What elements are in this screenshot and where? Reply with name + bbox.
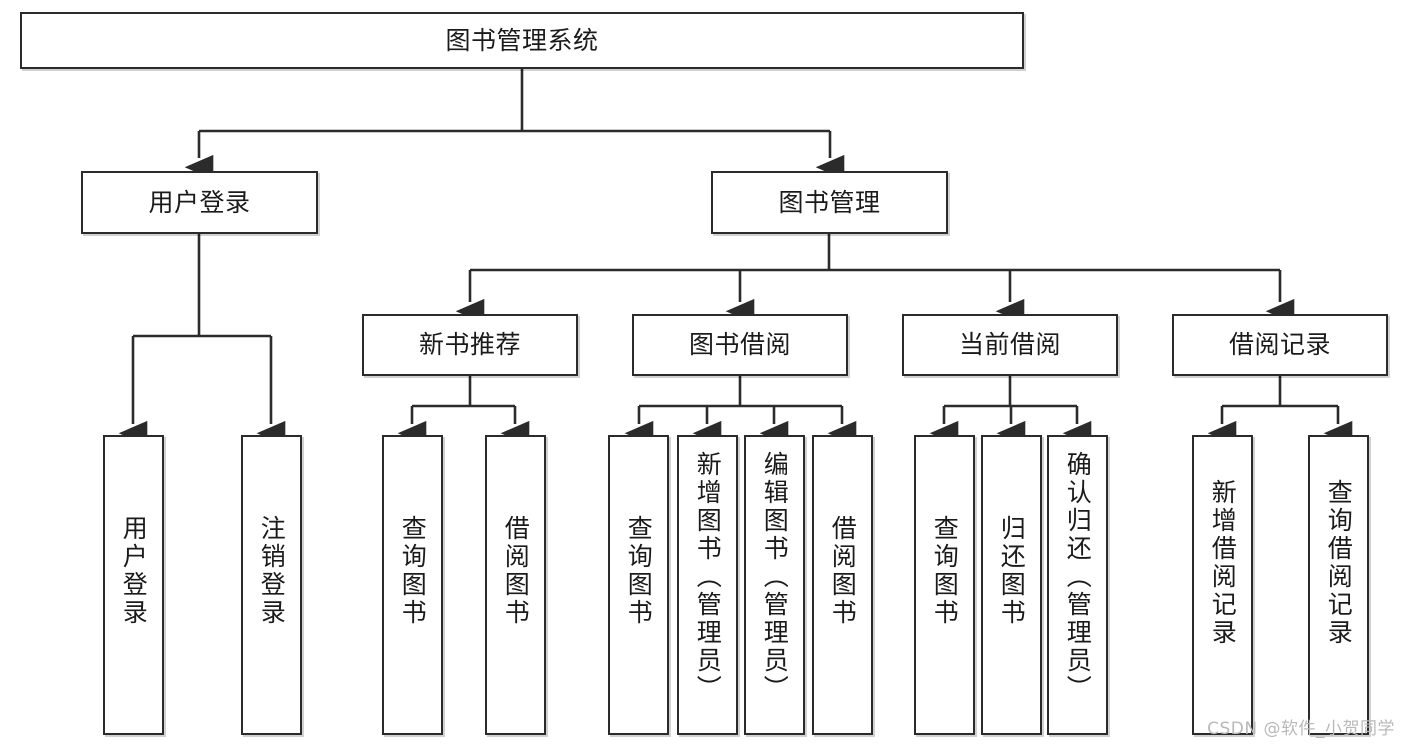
node-leaf-borrow-book-1-label: 借阅图书 — [501, 515, 531, 627]
node-leaf-add-record[interactable]: 新增借阅记录 — [1192, 435, 1253, 735]
node-user-login-label: 用户登录 — [148, 187, 251, 217]
node-borrow-record[interactable]: 借阅记录 — [1172, 314, 1388, 376]
node-leaf-borrow-book-2-label: 借阅图书 — [828, 515, 858, 627]
node-leaf-borrow-book-1[interactable]: 借阅图书 — [485, 435, 546, 735]
node-leaf-query-book-3[interactable]: 查询图书 — [914, 435, 975, 735]
node-book-manage[interactable]: 图书管理 — [711, 171, 948, 234]
node-leaf-borrow-book-2[interactable]: 借阅图书 — [812, 435, 873, 735]
node-leaf-confirm-return[interactable]: 确认归还（管理员） — [1047, 435, 1108, 735]
node-leaf-add-book[interactable]: 新增图书（管理员） — [677, 435, 738, 735]
node-leaf-query-record-label: 查询借阅记录 — [1324, 479, 1354, 647]
csdn-watermark: CSDN @软件_小贺同学 — [1207, 719, 1395, 739]
node-root-label: 图书管理系统 — [445, 25, 599, 55]
node-leaf-query-record[interactable]: 查询借阅记录 — [1308, 435, 1369, 735]
node-leaf-edit-book[interactable]: 编辑图书（管理员） — [744, 435, 805, 735]
node-leaf-add-record-label: 新增借阅记录 — [1208, 479, 1238, 647]
node-leaf-user-login-label: 用户登录 — [119, 515, 149, 627]
node-current-borrow-label: 当前借阅 — [958, 330, 1061, 360]
node-current-borrow[interactable]: 当前借阅 — [902, 314, 1118, 376]
node-root[interactable]: 图书管理系统 — [20, 12, 1024, 69]
node-leaf-user-login[interactable]: 用户登录 — [103, 435, 164, 735]
node-borrow-record-label: 借阅记录 — [1228, 330, 1331, 360]
node-leaf-add-book-label: 新增图书（管理员） — [693, 451, 723, 703]
node-leaf-return-book-label: 归还图书 — [997, 515, 1027, 627]
node-book-manage-label: 图书管理 — [778, 187, 881, 217]
node-leaf-query-book-3-label: 查询图书 — [930, 515, 960, 627]
node-book-borrow[interactable]: 图书借阅 — [632, 314, 848, 376]
node-new-book-recommend-label: 新书推荐 — [418, 330, 521, 360]
node-book-borrow-label: 图书借阅 — [688, 330, 791, 360]
node-leaf-query-book-2-label: 查询图书 — [624, 515, 654, 627]
node-user-login[interactable]: 用户登录 — [81, 171, 318, 234]
node-leaf-confirm-return-label: 确认归还（管理员） — [1063, 451, 1093, 703]
node-leaf-query-book-2[interactable]: 查询图书 — [608, 435, 669, 735]
node-leaf-query-book-1-label: 查询图书 — [398, 515, 428, 627]
node-new-book-recommend[interactable]: 新书推荐 — [362, 314, 578, 376]
node-leaf-query-book-1[interactable]: 查询图书 — [382, 435, 443, 735]
node-leaf-logout[interactable]: 注销登录 — [241, 435, 302, 735]
node-leaf-logout-label: 注销登录 — [257, 515, 287, 627]
node-leaf-return-book[interactable]: 归还图书 — [981, 435, 1042, 735]
node-leaf-edit-book-label: 编辑图书（管理员） — [760, 451, 790, 703]
